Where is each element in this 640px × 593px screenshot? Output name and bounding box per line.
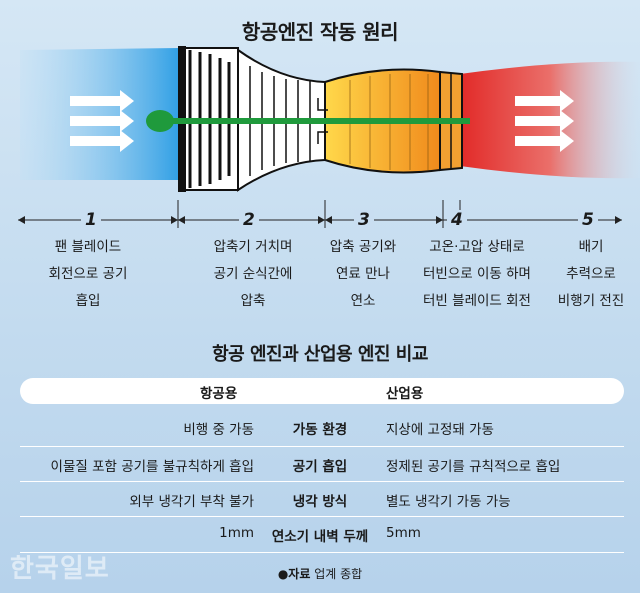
comparison-row: 외부 냉각기 부착 불가 냉각 방식 별도 냉각기 가동 가능 bbox=[0, 482, 640, 516]
aviation-value: 비행 중 가동 bbox=[183, 422, 254, 438]
criterion-label: 연소기 내벽 두께 bbox=[271, 529, 369, 545]
comparison-title: 항공 엔진과 산업용 엔진 비교 bbox=[212, 344, 428, 365]
aviation-value: 외부 냉각기 부착 불가 bbox=[129, 494, 254, 510]
source-note: ●자료 업계 종합 bbox=[0, 565, 640, 582]
criterion-label: 가동 환경 bbox=[292, 422, 348, 438]
row-divider bbox=[20, 516, 624, 517]
step-number-4: 4 bbox=[447, 210, 467, 230]
source-label: ●자료 bbox=[277, 567, 311, 581]
step-number-3: 3 bbox=[354, 210, 374, 230]
aviation-value: 1mm bbox=[219, 525, 254, 541]
intake-arrows bbox=[70, 90, 134, 152]
industrial-value: 별도 냉각기 가동 가능 bbox=[386, 494, 511, 510]
step-number-1: 1 bbox=[81, 210, 101, 230]
step-number-5: 5 bbox=[578, 210, 598, 230]
aviation-value: 이물질 포함 공기를 불규칙하게 흡입 bbox=[50, 459, 254, 475]
criterion-label: 냉각 방식 bbox=[292, 494, 348, 510]
comparison-row: 1mm 연소기 내벽 두께 5mm bbox=[0, 517, 640, 551]
row-divider bbox=[20, 446, 624, 447]
criterion-label: 공기 흡입 bbox=[292, 459, 348, 475]
jet-engine-diagram bbox=[20, 46, 640, 192]
page-title: 항공엔진 작동 원리 bbox=[241, 20, 399, 44]
publisher-watermark: 한국일보 bbox=[10, 554, 110, 584]
exhaust-arrows bbox=[515, 90, 574, 152]
source-text: 업계 종합 bbox=[310, 567, 363, 581]
comparison-row: 비행 중 가동 가동 환경 지상에 고정돼 가동 bbox=[0, 410, 640, 444]
industrial-value: 정제된 공기를 규칙적으로 흡입 bbox=[386, 459, 561, 475]
row-divider bbox=[20, 552, 624, 553]
aviation-header: 항공용 bbox=[200, 386, 238, 402]
industrial-header: 산업용 bbox=[386, 386, 424, 402]
comparison-row: 이물질 포함 공기를 불규칙하게 흡입 공기 흡입 정제된 공기를 규칙적으로 … bbox=[0, 447, 640, 481]
row-divider bbox=[20, 481, 624, 482]
step-number-2: 2 bbox=[239, 210, 259, 230]
comparison-header: 항공용 산업용 bbox=[20, 378, 624, 404]
industrial-value: 지상에 고정돼 가동 bbox=[386, 422, 494, 438]
fan-spinner bbox=[146, 110, 174, 132]
industrial-value: 5mm bbox=[386, 525, 421, 541]
intake-airflow bbox=[20, 48, 180, 180]
engine-shaft bbox=[160, 118, 470, 124]
